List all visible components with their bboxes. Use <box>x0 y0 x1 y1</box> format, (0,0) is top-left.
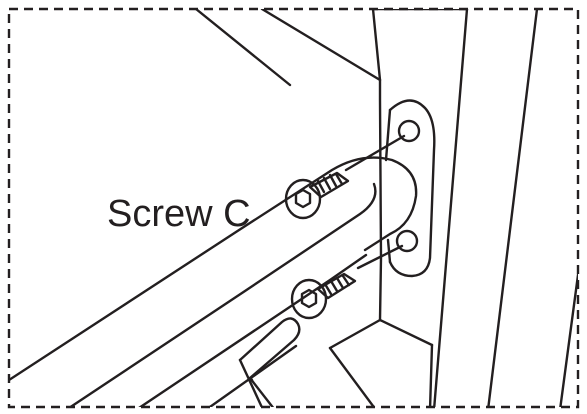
rail-inner-edge <box>68 182 377 407</box>
bracket-left-top <box>384 108 392 162</box>
screw-lower-guide-line <box>356 244 404 270</box>
allen-key <box>238 317 301 407</box>
bracket-outline <box>388 99 436 278</box>
wall-bracket <box>384 99 436 278</box>
screw-upper-hex-socket <box>294 188 312 209</box>
lower-box-front-edge <box>428 343 434 407</box>
panel-front-edge <box>433 9 469 407</box>
bracket-hole-upper <box>397 119 421 143</box>
cabinet-side-panel <box>194 9 578 407</box>
panel-back-edge <box>487 9 539 407</box>
screw-upper-head <box>284 178 322 220</box>
screw-lower-head <box>290 278 328 320</box>
panel-left-edge <box>371 9 383 322</box>
lower-box-left-edge <box>328 318 382 350</box>
bent-rail <box>9 156 418 407</box>
cabinet-inner-top-edge <box>194 9 292 87</box>
allen-key-outline <box>238 317 301 407</box>
allen-key-shaft-edge <box>238 358 264 407</box>
bracket-hole-lower <box>395 229 419 253</box>
screw-upper <box>284 171 350 220</box>
cabinet-top-edge <box>260 9 382 82</box>
panel-far-edge <box>559 265 578 407</box>
lower-box-inner-edge <box>328 346 376 407</box>
screw-lower-hex-socket <box>300 288 318 309</box>
screw-lower <box>290 272 357 320</box>
detail-view-border <box>7 7 580 409</box>
screw-c-label: Screw C <box>107 193 251 235</box>
rail-bottom-edge <box>138 253 368 407</box>
rail-outer-curve <box>9 156 418 382</box>
lower-box-top-edge <box>378 318 434 347</box>
screw-upper-guide-line <box>344 134 406 172</box>
screw-upper-shank <box>308 171 350 199</box>
bracket-left-bottom <box>386 238 392 264</box>
